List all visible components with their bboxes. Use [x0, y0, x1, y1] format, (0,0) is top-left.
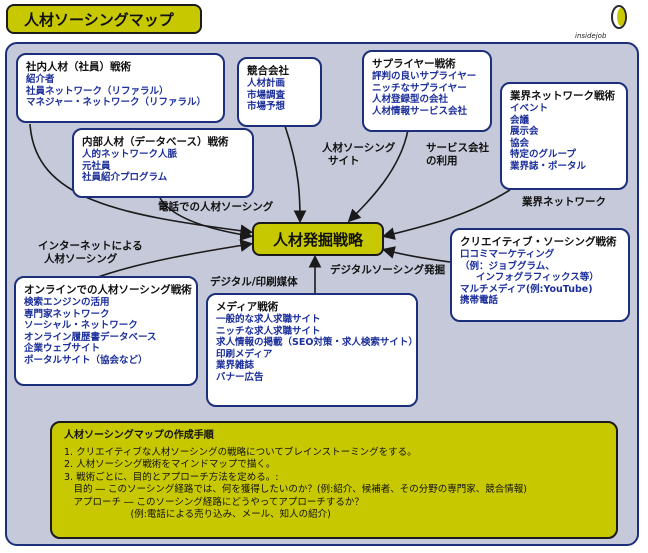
list-item: 人材情報サービス会社	[372, 105, 468, 117]
label-service-use: サービス会社 の利用	[426, 142, 489, 167]
list-item: 専門家ネットワーク	[24, 308, 110, 320]
procedure-box: 人材ソーシングマップの作成手順 1. クリエイティブな人材ソーシングの戦略につい…	[50, 421, 618, 539]
internal-tactics-title: 社内人材（社員）戦術	[26, 61, 131, 73]
list-item: 業界雑誌	[216, 360, 255, 371]
insidejob-logo: insidejob	[575, 4, 635, 40]
list-item: マルチメディア(例:YouTube)	[460, 283, 593, 295]
list-item: イベント	[510, 103, 549, 114]
industry-network-title: 業界ネットワーク戦術	[510, 90, 615, 102]
label-industry-network: 業界ネットワーク	[522, 196, 606, 208]
list-item: 携帯電話	[460, 295, 499, 306]
creative-sourcing-title: クリエイティブ・ソーシング戦術	[460, 236, 617, 248]
list-item: 人的ネットワーク人脈	[82, 149, 178, 160]
database-box: 内部人材（データベース）戦術 人的ネットワーク人脈 元社員 社員紹介プログラム	[72, 128, 254, 198]
arrow-creative	[381, 246, 451, 263]
list-item: 評判の良いサプライヤー	[372, 71, 477, 82]
list-item: ソーシャル・ネットワーク	[24, 320, 138, 331]
list-item: 市場調査	[247, 89, 286, 101]
list-item: 元社員	[82, 160, 111, 172]
list-item: バナー広告	[216, 371, 264, 383]
media-tactics-title: メディア戦術	[216, 301, 279, 313]
list-item: 求人情報の掲載（SEO対策・求人検索サイト）	[216, 337, 418, 348]
list-item: 協会	[510, 137, 530, 149]
list-item: 紹介者	[26, 74, 55, 85]
procedure-line: 目的 ― このソーシング経路では、何を獲得したいのか？(例:紹介、候補者、その分…	[64, 484, 527, 496]
list-item: 印刷メディア	[216, 348, 273, 360]
list-item: 口コミマーケティング	[460, 249, 555, 260]
list-item: 業界誌・ポータル	[510, 160, 587, 172]
procedure-line: 1. クリエイティブな人材ソーシングの戦略についてブレインストーミングをする。	[64, 447, 417, 458]
map-title: 人材ソーシングマップ	[6, 4, 202, 34]
database-title: 内部人材（データベース）戦術	[82, 136, 229, 148]
procedure-line: (例:電話による売り込み、メール、知人の紹介)	[64, 509, 331, 521]
list-item: 特定のグループ	[510, 149, 576, 160]
list-item: ニッチな求人求職サイト	[216, 325, 321, 337]
procedure-line: 3. 戦術ごとに、目的とアプローチ方法を定める。:	[64, 471, 279, 483]
logo-text: insidejob	[575, 32, 607, 40]
industry-network-box: 業界ネットワーク戦術 イベント 会議 展示会 協会 特定のグループ 業界誌・ポー…	[500, 82, 628, 190]
procedure-line: アプローチ ― このソーシング経路にどうやってアプローチするか？	[64, 496, 364, 508]
central-strategy-node: 人材発掘戦略	[252, 222, 384, 256]
list-item: オンライン履歴書データベース	[24, 331, 157, 343]
label-internet-sourcing: インターネットによる 人材ソーシング	[38, 240, 143, 265]
supplier-box: サプライヤー戦術 評判の良いサプライヤー ニッチなサプライヤー 人材登録型の会社…	[362, 50, 492, 132]
procedure-line: 2. 人材ソーシング戦術をマインドマップで描く。	[64, 459, 276, 471]
arrow-competitor	[284, 125, 307, 224]
online-sourcing-box: オンラインでの人材ソーシング戦術 検索エンジンの活用 専門家ネットワーク ソーシ…	[14, 276, 198, 386]
list-item: 検索エンジンの活用	[24, 297, 110, 308]
list-item: 会議	[510, 114, 530, 126]
competitor-box: 競合会社 人材計画 市場調査 市場予想	[237, 57, 322, 127]
procedure-title: 人材ソーシングマップの作成手順	[64, 430, 214, 441]
list-item: （例：ジョブグラム、	[460, 260, 555, 272]
arrow-database	[159, 197, 254, 241]
list-item: 展示会	[510, 126, 539, 137]
list-item: 市場予想	[247, 101, 286, 112]
list-item: マネジャー・ネットワーク（リファラル）	[26, 97, 207, 108]
list-item: インフォグラフィックス等）	[476, 272, 599, 283]
list-item: 社員紹介プログラム	[82, 172, 168, 183]
arrow-industry	[381, 189, 511, 240]
list-item: 企業ウェブサイト	[24, 343, 101, 354]
online-sourcing-title: オンラインでの人材ソーシング戦術	[24, 284, 192, 296]
list-item: 人材登録型の会社	[372, 94, 449, 105]
arrow-online	[94, 239, 254, 279]
list-item: ニッチなサプライヤー	[372, 82, 467, 94]
label-digital-print: デジタル/印刷媒体	[210, 276, 298, 288]
label-phone-sourcing: 電話での人材ソーシング	[158, 201, 274, 213]
arrow-supplier	[347, 129, 409, 223]
label-talent-site: 人材ソーシング サイト	[322, 142, 396, 167]
internal-tactics-box: 社内人材（社員）戦術 紹介者 社員ネットワーク（リファラル） マネジャー・ネット…	[16, 53, 225, 123]
list-item: 社員ネットワーク（リファラル）	[26, 85, 169, 97]
list-item: ポータルサイト（協会など）	[24, 354, 148, 366]
media-tactics-box: メディア戦術 一般的な求人求職サイト ニッチな求人求職サイト 求人情報の掲載（S…	[206, 293, 418, 407]
list-item: 人材計画	[247, 78, 286, 89]
creative-sourcing-box: クリエイティブ・ソーシング戦術 口コミマーケティング （例：ジョブグラム、 イン…	[450, 228, 630, 322]
competitor-title: 競合会社	[247, 65, 289, 77]
list-item: 一般的な求人求職サイト	[216, 314, 321, 325]
supplier-title: サプライヤー戦術	[372, 58, 456, 70]
label-digital-sourcing: デジタルソーシング発掘	[330, 264, 446, 276]
